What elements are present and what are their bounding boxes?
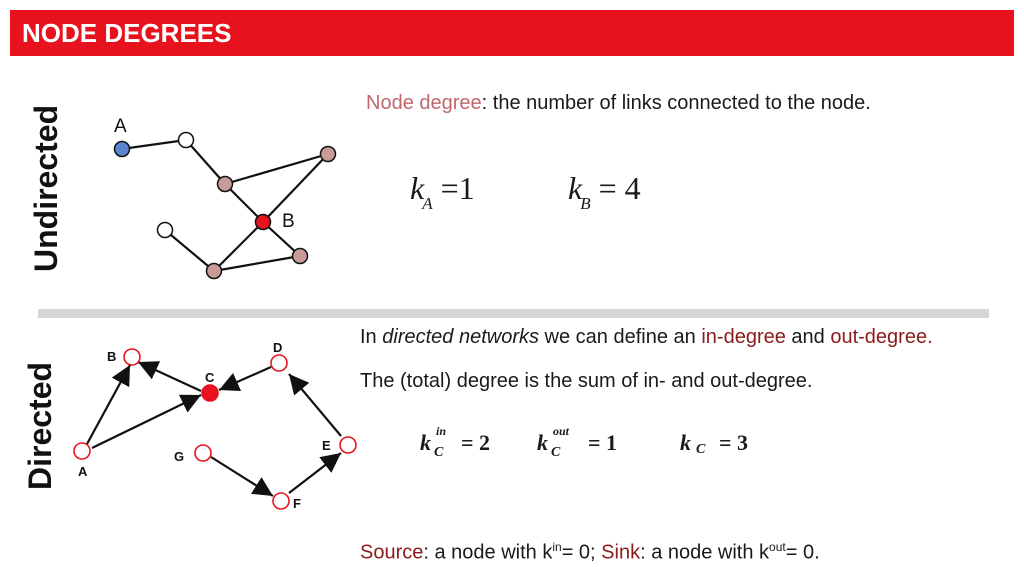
- sink-term: Sink: [601, 541, 641, 564]
- formula-ktotal-rhs: = 3: [719, 430, 749, 455]
- directed-label: Directed: [22, 361, 58, 490]
- node-bottom-white: [156, 221, 174, 239]
- undirected-label: Undirected: [28, 104, 64, 272]
- section-divider: [38, 309, 989, 318]
- node-a: [73, 442, 91, 460]
- label-b: B: [282, 211, 295, 232]
- undirected-definition: Node degree: the number of links connect…: [366, 92, 871, 115]
- edge-g-to-f: [210, 456, 274, 497]
- directed-nodes: [73, 348, 357, 510]
- out-degree-term: out-degree.: [830, 326, 933, 348]
- edge-a-to-c: [91, 394, 202, 449]
- formula-kb-k: k: [568, 170, 583, 206]
- label-g: G: [174, 449, 184, 464]
- formula-kout-sub: C: [551, 445, 561, 460]
- label-f: F: [293, 496, 301, 511]
- formula-kb-sub: B: [580, 194, 591, 213]
- formula-kin-k: k: [420, 430, 431, 455]
- directed-edges: [86, 361, 342, 497]
- node-b: [254, 213, 272, 231]
- label-a: A: [78, 464, 88, 479]
- node-d: [270, 354, 288, 372]
- node-top-white: [177, 131, 195, 149]
- formula-kin-sub: C: [434, 445, 444, 460]
- source-text-post: = 0;: [561, 541, 602, 564]
- formula-ka: kA =1: [410, 170, 475, 213]
- source-sink-definition: Source: a node with kin= 0; Sink: a node…: [360, 540, 820, 565]
- undirected-edges: [121, 138, 329, 273]
- definition-term: Node degree: [366, 92, 482, 114]
- label-b: B: [107, 349, 116, 364]
- edge-left-right: [224, 152, 329, 186]
- label-e: E: [322, 438, 331, 453]
- formula-ktotal-k: k: [680, 430, 691, 455]
- line1-and: and: [785, 326, 831, 348]
- node-c: [201, 384, 219, 402]
- edge-top-left: [185, 139, 226, 185]
- node-a: [113, 140, 131, 158]
- edge-b-bl: [213, 221, 264, 272]
- formula-kout-sup: out: [553, 424, 570, 438]
- directed-line-2: The (total) degree is the sum of in- and…: [360, 370, 813, 392]
- source-term: Source: [360, 541, 424, 564]
- sink-sup: out: [769, 540, 786, 554]
- in-degree-term: in-degree: [701, 326, 786, 348]
- edge-right-b: [262, 153, 329, 223]
- directed-graph: A B C D E F G: [73, 340, 357, 511]
- node-right: [319, 145, 337, 163]
- edge-a-to-b: [86, 364, 131, 445]
- formula-ka-sub: A: [422, 194, 433, 213]
- title-bar: NODE DEGREES: [10, 10, 1014, 56]
- node-g: [194, 444, 212, 462]
- formula-kout-rhs: = 1: [588, 430, 618, 455]
- formula-kb-rhs: = 4: [598, 170, 641, 206]
- page-title: NODE DEGREES: [22, 18, 232, 48]
- source-sup: in: [552, 540, 562, 554]
- source-text-pre: : a node with k: [423, 541, 553, 564]
- node-e: [339, 436, 357, 454]
- definition-rest: : the number of links connected to the n…: [481, 92, 871, 114]
- sink-text-pre: : a node with k: [640, 541, 770, 564]
- label-d: D: [273, 340, 282, 355]
- formula-kin-sup: in: [436, 424, 447, 438]
- label-a: A: [114, 116, 127, 137]
- node-left: [216, 175, 234, 193]
- undirected-nodes: [113, 131, 337, 280]
- edge-c-to-b: [137, 361, 202, 392]
- line1-mid: we can define an: [539, 326, 702, 348]
- formula-ka-rhs: =1: [440, 170, 475, 206]
- formula-kout-k: k: [537, 430, 548, 455]
- line1-pre: In: [360, 326, 383, 348]
- formula-kb: kB = 4: [568, 170, 641, 213]
- node-bottom-right: [291, 247, 309, 265]
- node-f: [272, 492, 290, 510]
- edge-left-b: [224, 183, 264, 223]
- node-bottom-left: [205, 262, 223, 280]
- sink-text-post: = 0.: [785, 541, 820, 564]
- directed-line-1: In directed networks we can define an in…: [360, 326, 933, 349]
- undirected-graph: A B: [113, 116, 337, 280]
- node-b: [123, 348, 141, 366]
- formula-ka-k: k: [410, 170, 425, 206]
- edge-a-top: [121, 138, 187, 151]
- label-c: C: [205, 370, 215, 385]
- edge-bl-br: [213, 254, 301, 273]
- edge-b-br: [262, 221, 301, 257]
- edge-f-to-e: [288, 452, 342, 494]
- formula-ktotal-sub: C: [696, 442, 706, 457]
- edge-w-bl: [164, 229, 215, 272]
- edge-e-to-d: [288, 373, 342, 437]
- line1-em: directed networks: [382, 326, 539, 348]
- formula-kin-rhs: = 2: [461, 430, 491, 455]
- edge-d-to-c: [218, 365, 272, 392]
